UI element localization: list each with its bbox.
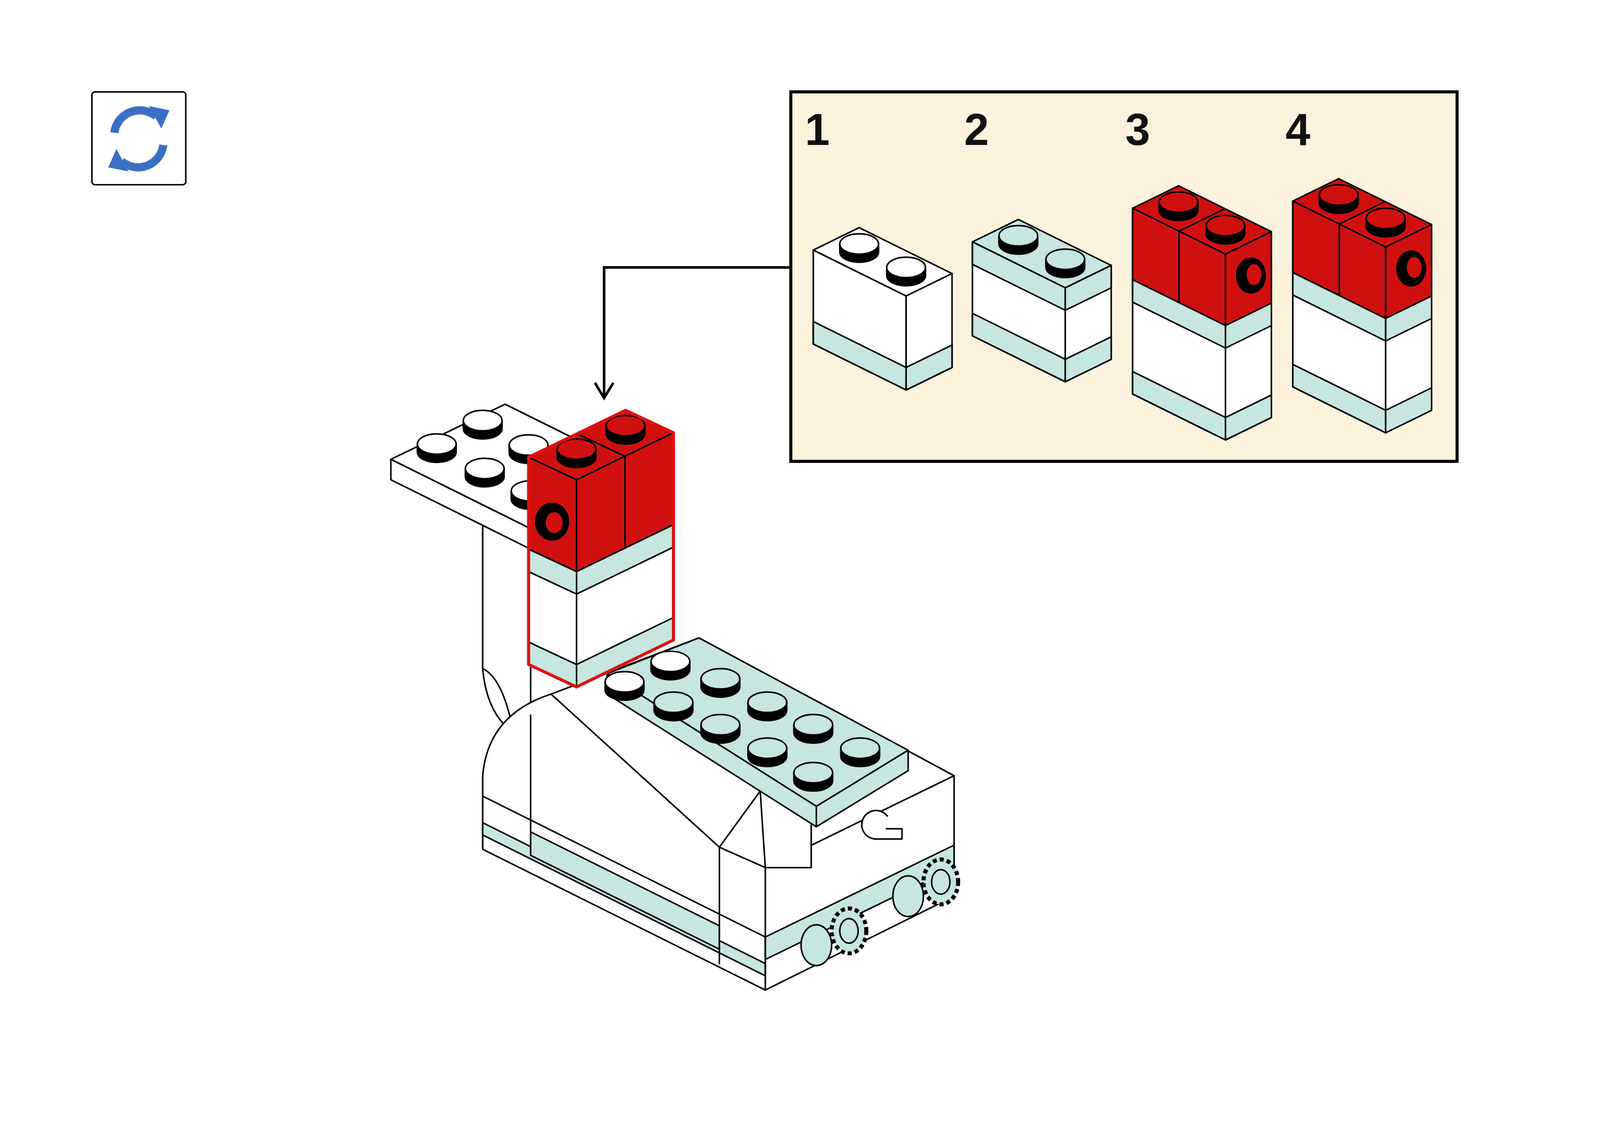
inset-panel: [790, 91, 1458, 461]
callout-number: 3: [1125, 107, 1151, 153]
leader-arrow: [594, 267, 791, 399]
model-new-brick: [528, 409, 674, 687]
brick-light-blue: [972, 219, 1112, 382]
model-body: [482, 637, 954, 990]
brick-red-stack-alt: [1292, 178, 1432, 433]
callout-number: 2: [963, 107, 989, 153]
brick-red-stack: [1132, 185, 1272, 440]
rotate-icon: [91, 91, 186, 185]
model-wheels: [800, 858, 959, 965]
callout-number: 1: [804, 107, 830, 153]
brick-white: [813, 227, 953, 390]
callout-number: 4: [1285, 107, 1311, 153]
